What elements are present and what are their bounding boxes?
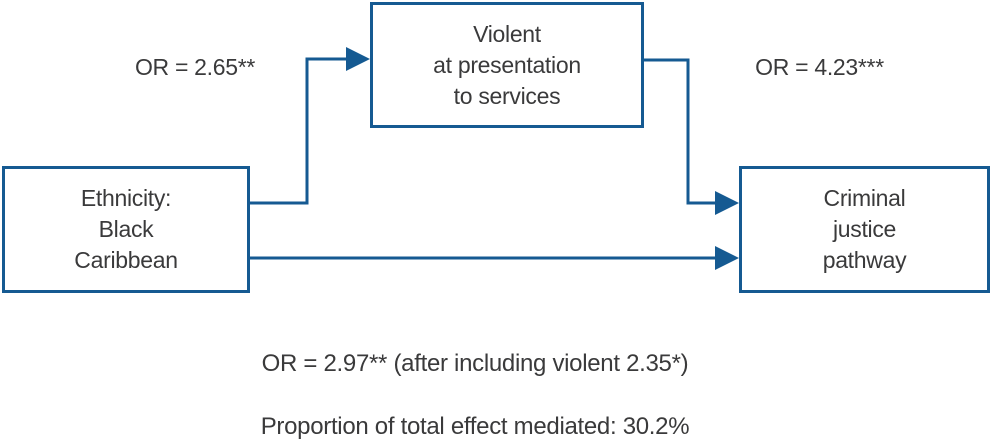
node-ethnicity-black-caribbean: Ethnicity: Black Caribbean: [2, 166, 250, 293]
node-criminal-justice-pathway: Criminal justice pathway: [739, 166, 990, 293]
mediated-proportion-caption: Proportion of total effect mediated: 30.…: [260, 413, 690, 440]
edge-label-mediator-to-outcome: OR = 4.23***: [755, 54, 884, 80]
arrow-line-mediator-to-outcome: [644, 58, 716, 205]
direct-effect-caption: OR = 2.97** (after including violent 2.3…: [261, 350, 689, 377]
arrowhead-icon-predictor-to-mediator: [346, 47, 370, 71]
node-violent-at-presentation: Violent at presentation to services: [370, 2, 644, 128]
arrowhead-icon-mediator-to-outcome: [715, 191, 739, 215]
edge-label-predictor-to-mediator: OR = 2.65**: [134, 54, 256, 80]
arrow-line-predictor-to-mediator: [250, 57, 347, 205]
arrowhead-icon-direct-effect: [715, 246, 739, 270]
